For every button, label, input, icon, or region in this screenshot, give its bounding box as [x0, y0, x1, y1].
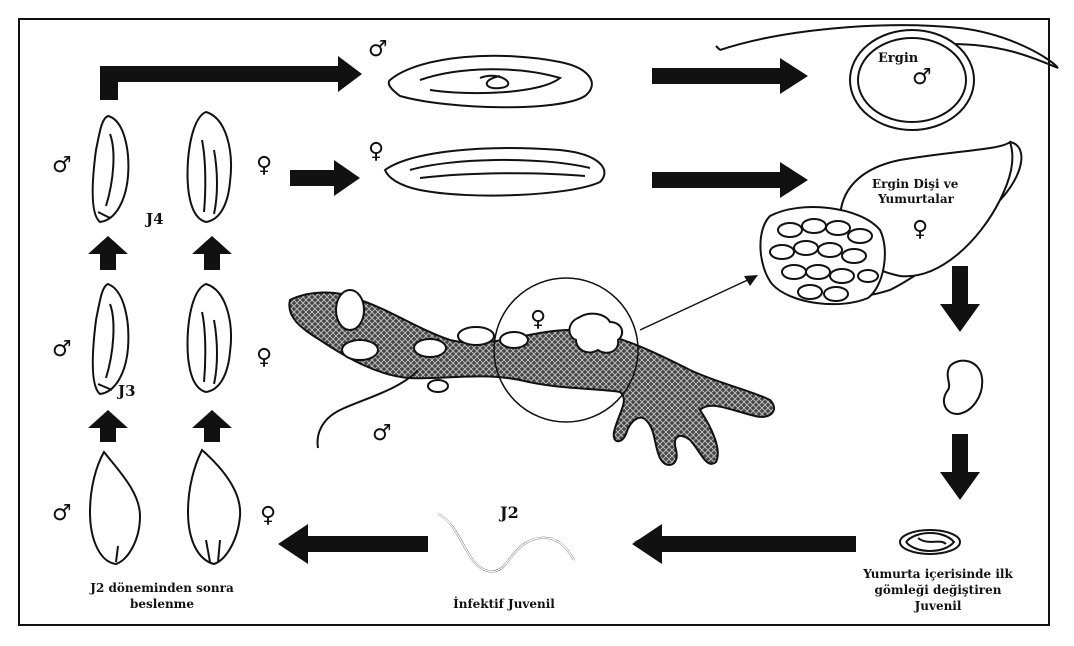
male-symbol-ergin: ♂: [912, 65, 932, 90]
label-j2: J2: [498, 503, 519, 522]
male-symbol-j4: ♂: [52, 153, 72, 178]
arrow-top-middle: [652, 58, 808, 94]
arrow-down-egg: [940, 434, 980, 500]
arrow-down-eggs: [940, 266, 980, 332]
male-symbol-j3: ♂: [52, 337, 72, 362]
arrow-female-to-adult: [290, 160, 360, 196]
label-beslenme-2: beslenme: [130, 597, 194, 611]
j4-male-juvenile: [93, 116, 129, 222]
infective-juvenile-worm: [438, 514, 574, 571]
j4-female-juvenile: [188, 112, 231, 222]
label-ergin-disi-1: Ergin Dişi ve: [872, 177, 959, 191]
arrow-up-female-j2-j3: [192, 410, 232, 442]
label-beslenme-1: J2 döneminden sonra: [89, 581, 234, 595]
label-infektif: İnfektif Juvenil: [453, 596, 555, 611]
female-symbol-root: ♀: [530, 307, 546, 332]
female-symbol-top: ♀: [368, 139, 384, 164]
feeding-female-juvenile: [188, 450, 240, 564]
female-symbol-j3: ♀: [256, 345, 272, 370]
adult-female-with-eggs: [760, 142, 1021, 304]
female-symbol-feeding: ♀: [260, 503, 276, 528]
arrow-up-male-j3-j4: [88, 236, 128, 270]
female-symbol-ergin: ♀: [912, 217, 928, 242]
pointer-arrow: [640, 275, 758, 330]
female-symbol-j4: ♀: [256, 153, 272, 178]
female-developing-worm: [385, 148, 604, 196]
label-j3: J3: [116, 382, 136, 400]
arrow-second-middle: [652, 162, 808, 198]
feeding-male-juvenile: [90, 452, 140, 564]
arrow-top-elbow: [100, 56, 362, 100]
male-symbol-top: ♂: [368, 37, 388, 62]
label-ergin: Ergin: [878, 51, 919, 66]
single-egg: [944, 361, 982, 414]
label-ergin-disi-2: Yumurtalar: [877, 192, 955, 206]
label-yumurta-2: gömleği değiştiren: [875, 583, 1002, 597]
arrow-up-male-j2-j3: [88, 410, 128, 442]
j3-male-juvenile: [93, 284, 129, 394]
egg-with-juvenile: [900, 530, 960, 554]
male-symbol-feeding: ♂: [52, 501, 72, 526]
label-yumurta-1: Yumurta içerisinde ilk: [862, 567, 1013, 581]
arrow-bottom-right: [632, 524, 856, 564]
j3-female-juvenile: [188, 284, 231, 392]
label-yumurta-3: Juvenil: [914, 599, 962, 613]
label-j4: J4: [144, 210, 164, 228]
male-symbol-root: ♂: [372, 421, 392, 446]
arrow-up-female-j3-j4: [192, 236, 232, 270]
arrow-bottom-left: [278, 524, 428, 564]
male-developing-worm: [389, 56, 592, 107]
